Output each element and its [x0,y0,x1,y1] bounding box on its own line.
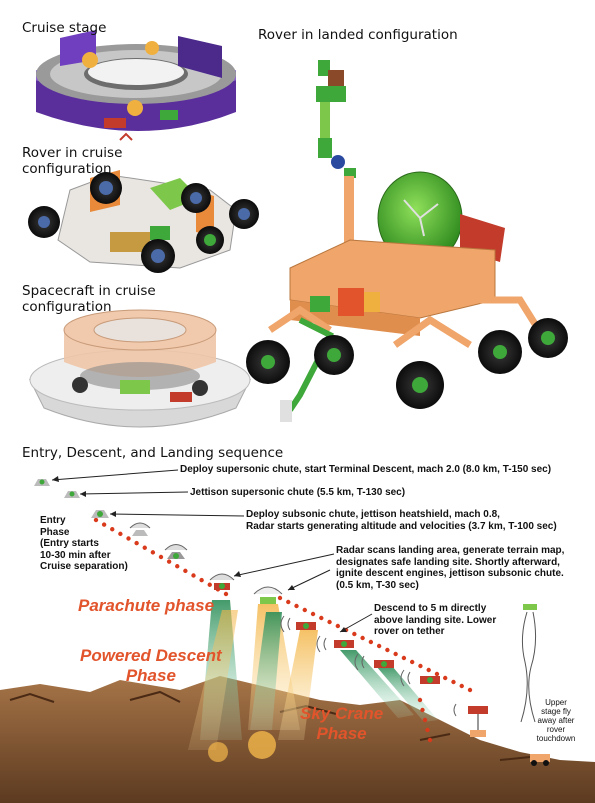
sky-crane-phase-label: Sky Crane Phase [300,704,384,743]
edl-capsules [34,479,550,766]
trajectory-dots [93,517,473,743]
note-upper-stage: Upper stage fly away after rover touchdo… [536,698,576,743]
rover-landed-illustration [246,60,568,422]
trajectory-dot [360,635,365,641]
trajectory-dot [294,603,299,609]
trajectory-dot [158,554,164,560]
cruise-stage-illustration [36,30,236,141]
trajectory-dot [101,522,107,527]
trajectory-dot [327,619,332,625]
trajectory-dot [142,545,147,550]
trajectory-dot [393,651,398,657]
trajectory-dot [207,582,212,587]
trajectory-dot [126,536,131,541]
note-radar-scans: Radar scans landing area, generate terra… [336,545,565,591]
cruise-stage-label: Cruise stage [22,20,107,36]
trajectory-dot [443,675,448,681]
radar-arcs [280,615,457,717]
spacecraft-cruise-illustration [28,309,252,428]
trajectory-dot [166,559,172,564]
trajectory-dot [426,667,431,673]
parachute-phase-label: Parachute phase [78,596,215,615]
trajectory-dot [110,527,115,532]
rover-cruise-illustration [28,170,259,273]
trajectory-dot [118,531,123,537]
note-deploy-supersonic: Deploy supersonic chute, start Terminal … [180,464,552,475]
powered-descent-phase-label: Powered Descent Phase [80,646,222,685]
rover-landed-label: Rover in landed configuration [258,27,458,43]
trajectory-dot [134,540,139,546]
callout-arrows [51,469,373,633]
trajectory-dot [150,550,156,555]
trajectory-dot [319,615,324,621]
note-deploy-subsonic: Deploy subsonic chute, jettison heatshie… [246,509,557,532]
trajectory-dot [434,671,440,677]
trajectory-dot [277,595,283,601]
trajectory-dot [286,599,291,605]
trajectory-dot [385,647,390,653]
note-jettison-supersonic: Jettison supersonic chute (5.5 km, T-130… [190,487,406,498]
trajectory-dot [420,707,425,713]
rover-cruise-label: Rover in cruise configuration [22,145,123,177]
spacecraft-cruise-label: Spacecraft in cruise configuration [22,283,156,315]
trajectory-dot [302,607,307,613]
trajectory-dot [368,639,374,645]
trajectory-dot [93,517,99,523]
edl-sequence-illustration [0,469,595,803]
trajectory-dot [310,611,316,617]
trajectory-dot [417,697,423,703]
trajectory-dot [352,631,357,637]
trajectory-dot [459,683,464,689]
trajectory-dot [451,679,456,685]
trajectory-dot [467,687,473,693]
trajectory-dot [191,573,196,578]
trajectory-dot [418,663,423,669]
rover-wheels [246,318,568,409]
trajectory-dot [401,655,407,661]
trajectory-dot [422,717,428,723]
note-descend: Descend to 5 m directly above landing si… [374,603,497,637]
trajectory-dot [183,568,188,574]
trajectory-dot [223,591,229,597]
trajectory-dot [376,643,382,649]
trajectory-dot [409,659,415,665]
note-entry-phase: Entry Phase (Entry starts 10-30 min afte… [40,515,128,572]
trajectory-dot [199,577,204,583]
trajectory-dot [175,564,180,569]
trajectory-dot [335,623,341,629]
edl-title: Entry, Descent, and Landing sequence [22,445,284,461]
trajectory-dot [425,727,430,733]
trajectory-dot [427,737,433,743]
upper-stage-trail [520,611,537,723]
